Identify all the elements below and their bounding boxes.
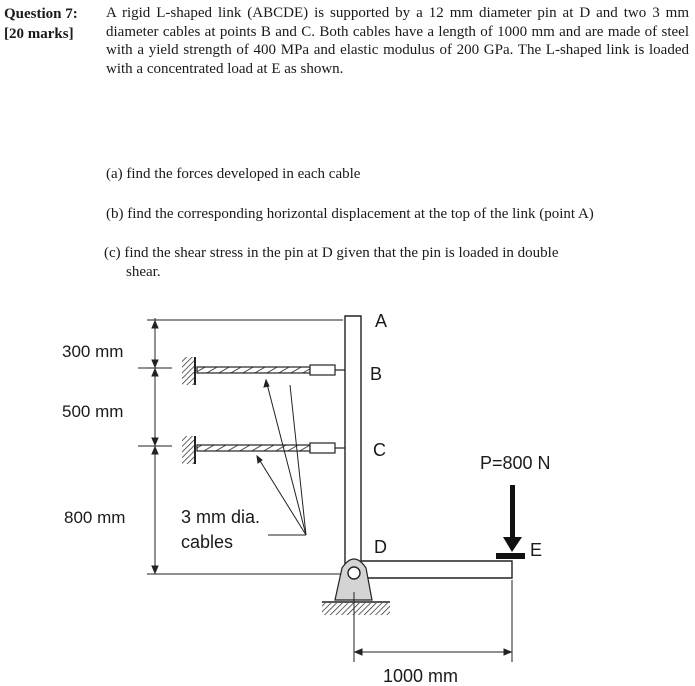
pin-support-d (322, 558, 390, 615)
cable-b (196, 364, 355, 376)
part-b: (b) find the corresponding horizontal di… (106, 206, 594, 222)
load-label: P=800 N (480, 453, 551, 473)
cable-label-line2: cables (181, 532, 233, 552)
dimension-chain-vertical (138, 318, 350, 575)
question-label: Question 7: (4, 6, 78, 22)
cable-c (196, 442, 355, 454)
wall-anchor-b (182, 357, 194, 385)
question-marks: [20 marks] (4, 26, 74, 42)
question-text: A rigid L-shaped link (ABCDE) is support… (106, 5, 689, 77)
dimension-300mm: 300 mm (62, 342, 123, 361)
point-b-label: B (370, 364, 382, 384)
point-a-label: A (375, 311, 387, 331)
cable-leader-lines (256, 378, 307, 536)
l-shaped-link (344, 315, 513, 579)
point-c-label: C (373, 440, 386, 460)
dimension-1000mm: 1000 mm (383, 666, 458, 686)
question-header: Question 7: [20 marks] (4, 4, 104, 44)
dimension-1000mm-line (353, 580, 513, 662)
part-c-line1: (c) find the shear stress in the pin at … (104, 245, 559, 261)
cable-label-line1: 3 mm dia. (181, 507, 260, 527)
part-a: (a) find the forces developed in each ca… (106, 166, 361, 182)
load-arrow (496, 485, 525, 559)
point-d-label: D (374, 537, 387, 557)
dimension-800mm: 800 mm (64, 508, 125, 527)
wall-anchor-c (182, 436, 194, 464)
dimension-500mm: 500 mm (62, 402, 123, 421)
part-c: (c) find the shear stress in the pin at … (104, 244, 664, 282)
part-c-line2: shear. (126, 264, 161, 280)
point-e-label: E (530, 540, 542, 560)
